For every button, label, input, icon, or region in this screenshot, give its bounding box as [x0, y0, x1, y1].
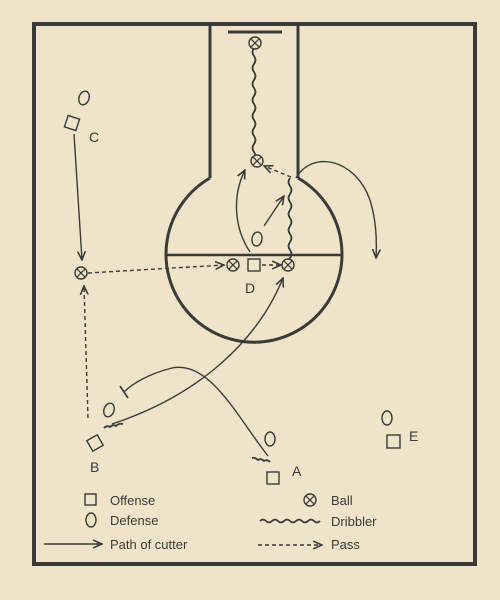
- dribble-path-right: [286, 177, 293, 265]
- dribble-path-a: [251, 456, 271, 463]
- ball-icon-c: [74, 266, 88, 280]
- pass-c-to-d: [87, 265, 224, 274]
- pass-b-to-c: [84, 286, 88, 419]
- legend-cutter-label: Path of cutter: [110, 537, 188, 552]
- player-label-b: B: [90, 459, 99, 475]
- cut-d-to-top: [235, 170, 251, 253]
- dribble-path-top: [251, 47, 257, 161]
- offense-markers: [63, 114, 401, 485]
- legend-ball-icon: [303, 493, 317, 507]
- ball-icon-d-left: [226, 258, 240, 272]
- legend-ball-label: Ball: [331, 493, 353, 508]
- legend-offense-label: Offense: [110, 493, 155, 508]
- defense-oval-e: [381, 410, 393, 426]
- player-label-c: C: [89, 129, 99, 145]
- dribbler-paths: [103, 47, 293, 463]
- offense-square-e: [386, 434, 401, 449]
- player-label-e: E: [409, 428, 418, 444]
- defense-oval-d: [251, 231, 263, 247]
- cut-a-curve: [123, 366, 269, 457]
- offense-square-b: [85, 433, 105, 453]
- legend-pass-label: Pass: [331, 537, 360, 552]
- free-throw-circle: [164, 176, 344, 344]
- court-border: [32, 22, 477, 566]
- legend-dribbler-icon: [259, 518, 321, 524]
- ball-icon-basket: [248, 36, 262, 50]
- player-label-a: A: [292, 463, 302, 479]
- player-label-d: D: [245, 280, 255, 296]
- cut-c-down: [73, 133, 82, 260]
- legend-dribbler-label: Dribbler: [331, 514, 377, 529]
- free-throw-lane: [208, 26, 300, 178]
- cut-right-loop: [295, 160, 376, 258]
- defense-oval-a: [264, 431, 276, 447]
- legend-offense-icon: [84, 493, 97, 506]
- pass-lines: [84, 166, 292, 419]
- offense-square-a: [266, 471, 280, 485]
- ball-icon-d-right: [281, 258, 295, 272]
- cut-d-right: [263, 196, 284, 227]
- offense-square-d: [247, 258, 261, 272]
- defense-oval-b: [103, 402, 115, 418]
- dribble-path-b: [103, 422, 124, 429]
- legend-defense-label: Defense: [110, 513, 158, 528]
- defense-markers: [78, 90, 393, 447]
- offense-square-c: [63, 114, 81, 132]
- cutter-paths: [73, 133, 376, 457]
- pass-right-to-top: [264, 166, 292, 178]
- defense-oval-c: [78, 90, 90, 106]
- legend-defense-icon: [85, 512, 97, 528]
- legend: Offense Defense Path of cutter Ball Drib…: [44, 493, 377, 552]
- cut-b-to-d: [111, 278, 283, 425]
- ball-icon-top: [250, 154, 264, 168]
